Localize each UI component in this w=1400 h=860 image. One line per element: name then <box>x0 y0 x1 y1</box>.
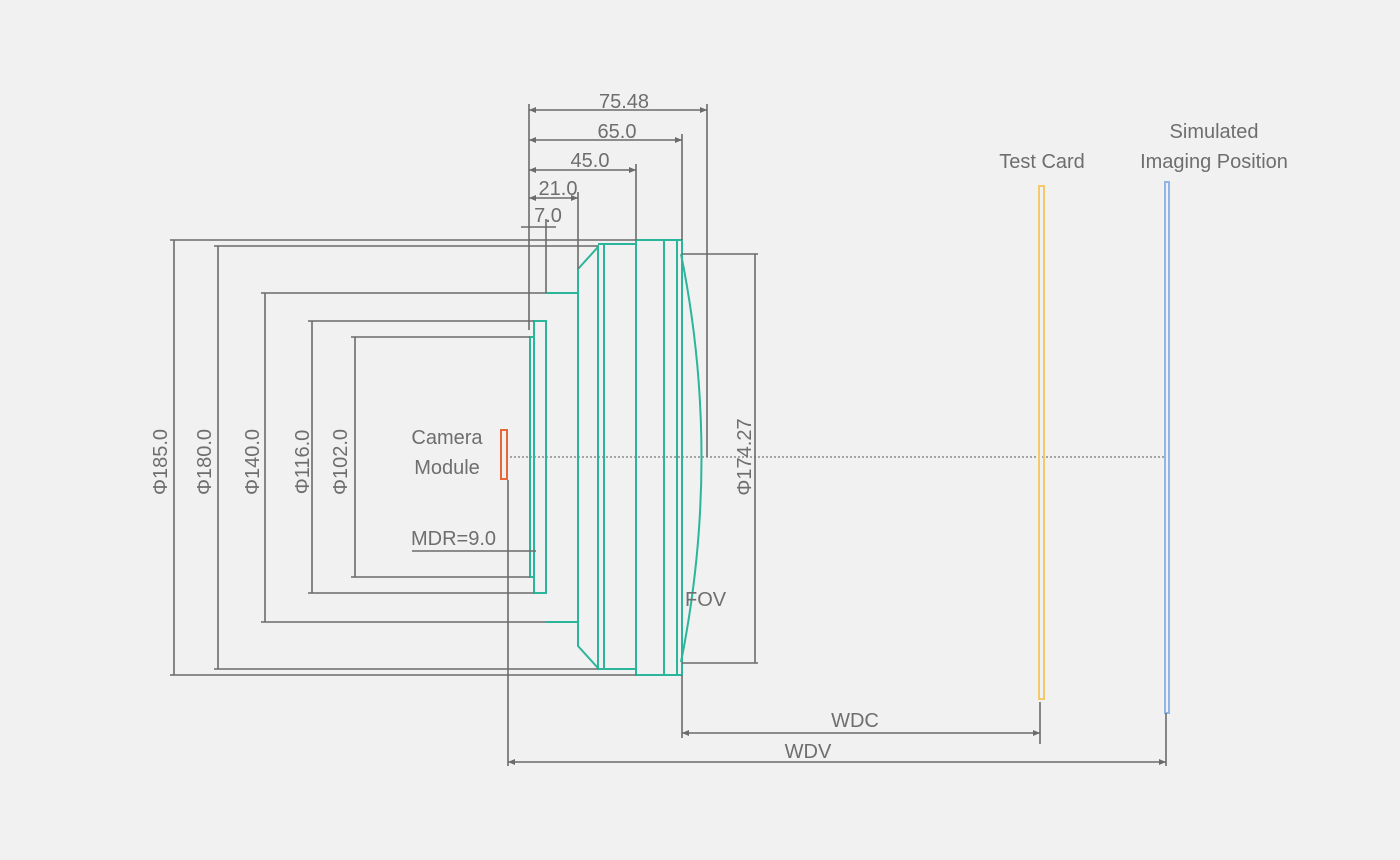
arrow-wdc-left <box>682 730 689 736</box>
length-label-45: 45.0 <box>571 150 610 172</box>
wdc-label: WDC <box>831 710 879 732</box>
arrow-45-left <box>529 167 536 173</box>
mdr-label: MDR=9.0 <box>411 528 496 550</box>
lens-front-dome <box>680 253 703 663</box>
mdr-dimension: MDR=9.0 <box>411 480 536 766</box>
arrowheads <box>508 107 1166 765</box>
simulated-imaging-shape <box>1164 181 1170 714</box>
diameter-label-140: Φ140.0 <box>242 429 264 495</box>
arrow-65-right <box>675 137 682 143</box>
arrow-75-right <box>700 107 707 113</box>
diameter-label-116: Φ116.0 <box>292 430 314 495</box>
length-label-65: 65.0 <box>598 121 637 143</box>
arrow-21-left <box>529 195 536 201</box>
lens-rear-mount <box>529 320 547 594</box>
diameter-label-185: Φ185.0 <box>150 429 172 495</box>
camera-module-shape <box>500 429 508 480</box>
fov-label: FOV <box>685 589 727 611</box>
arrow-wdv-right <box>1159 759 1166 765</box>
lens-front-barrel <box>598 239 683 676</box>
simulated-label-line2: Imaging Position <box>1140 151 1288 173</box>
arrow-75-left <box>529 107 536 113</box>
camera-module-label-line2: Module <box>414 457 480 479</box>
wdv-label: WDV <box>785 741 832 763</box>
diameter-label-180: Φ180.0 <box>194 429 216 495</box>
length-dimensions: 75.48 65.0 45.0 21.0 7.0 <box>521 91 708 457</box>
diameter-label-174: Φ174.27 <box>734 418 756 495</box>
length-label-75: 75.48 <box>599 91 649 113</box>
working-distance-dimensions: WDC WDV <box>508 675 1167 766</box>
length-label-21: 21.0 <box>539 178 578 200</box>
test-card-label: Test Card <box>999 151 1085 173</box>
simulated-label-line1: Simulated <box>1170 121 1259 143</box>
diameter-dimensions: Φ185.0 Φ180.0 Φ140.0 Φ116.0 Φ102.0 <box>150 239 636 676</box>
length-label-7: 7.0 <box>534 205 562 227</box>
diameter-label-102: Φ102.0 <box>330 429 352 495</box>
arrow-wdc-right <box>1033 730 1040 736</box>
front-diameter-dimension: Φ174.27 <box>682 253 758 664</box>
arrow-45-right <box>629 167 636 173</box>
test-card-shape <box>1038 185 1045 700</box>
arrow-65-left <box>529 137 536 143</box>
arrow-21-right <box>571 195 578 201</box>
camera-module-label-line1: Camera <box>411 427 483 449</box>
lens-body <box>529 239 703 676</box>
arrow-wdv-left <box>508 759 515 765</box>
